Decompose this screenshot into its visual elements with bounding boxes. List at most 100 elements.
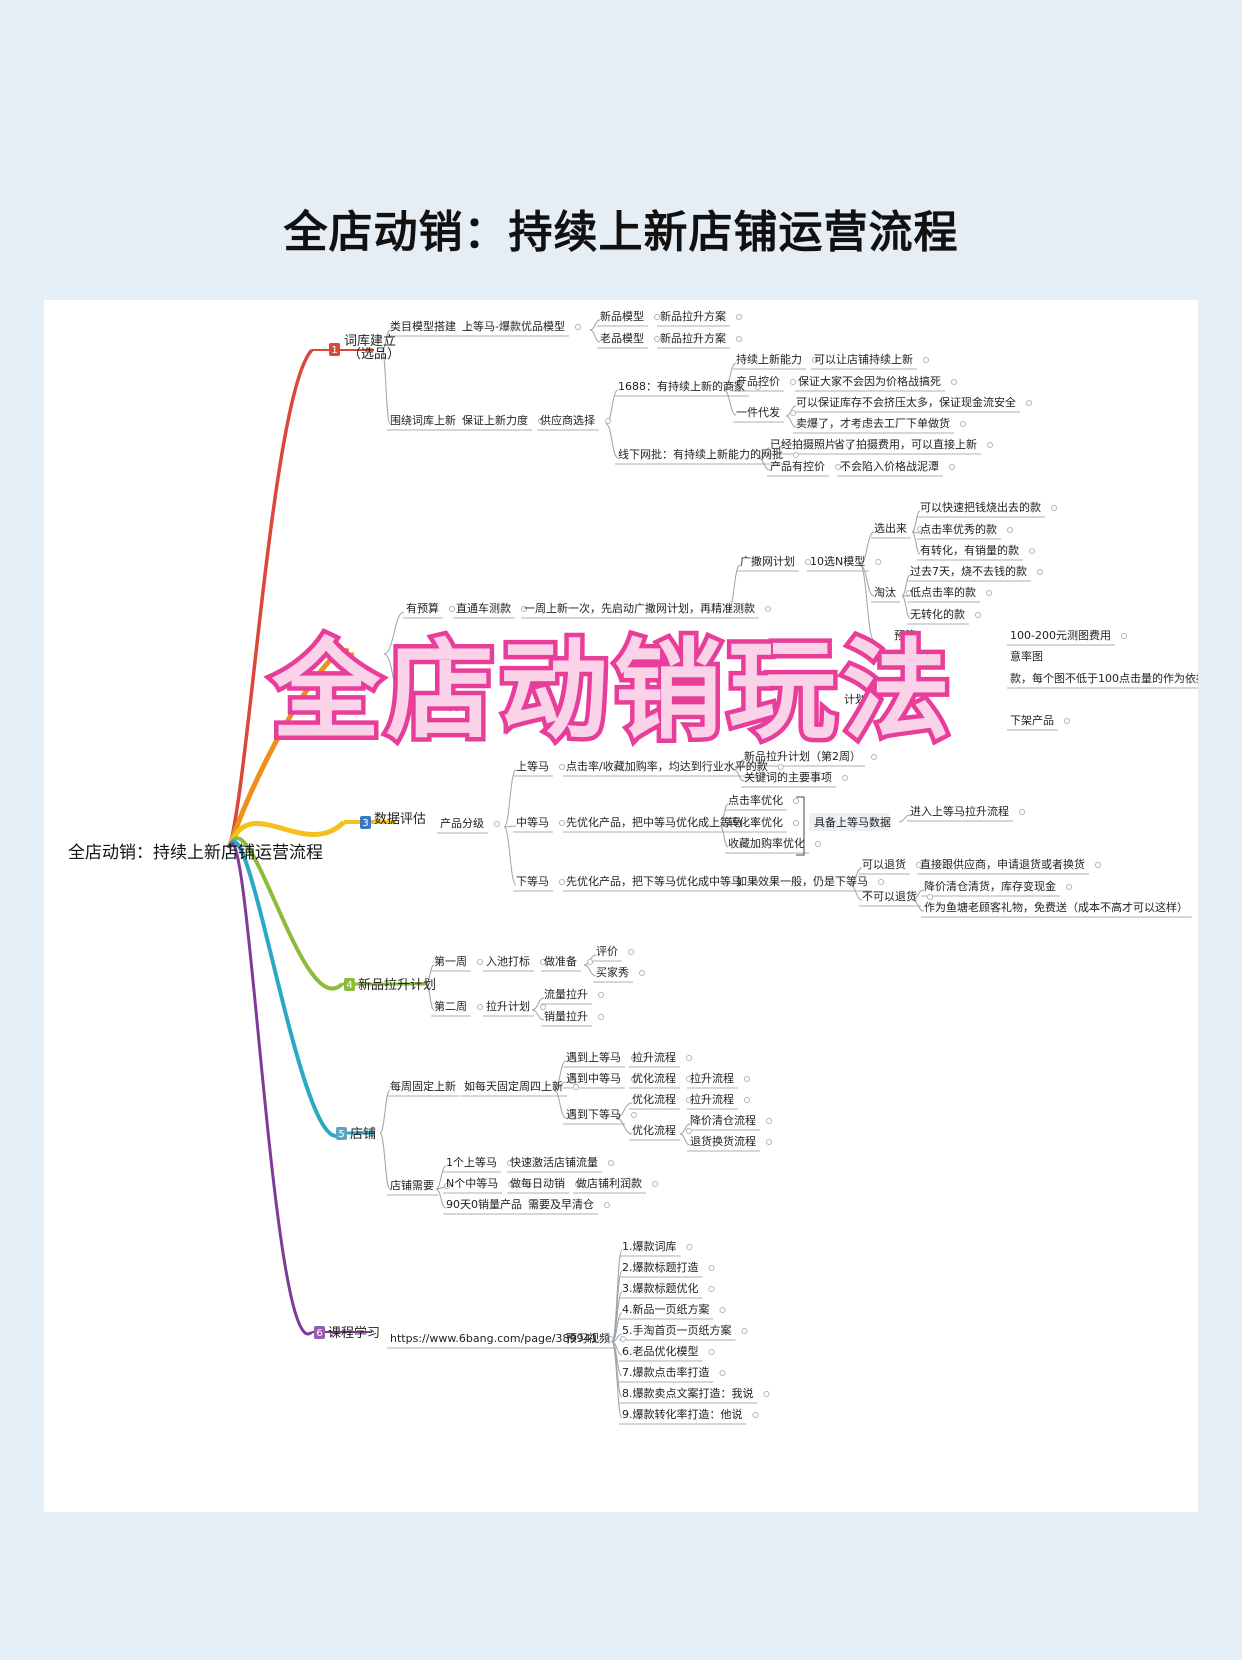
expand-toggle-icon [443,1182,451,1190]
central-topic: 全店动销：持续上新店铺运营流程 [68,843,323,863]
node-label: 中等马 [516,815,549,829]
main-branch-line [227,836,344,991]
expand-toggle-icon [531,1201,539,1209]
connector-curve [719,825,729,848]
expand-toggle-icon [539,1003,547,1011]
branch-number: 5 [338,1129,344,1140]
course-item: 5.手淘首页一页纸方案 [622,1323,732,1337]
expand-toggle-icon [630,1075,638,1083]
expand-toggle-icon [465,417,473,425]
node-label: 类目模型搭建 [390,319,456,333]
node-label: 退货换货流程 [690,1134,756,1148]
connector-curve [611,1341,623,1419]
expand-toggle-icon [926,893,934,901]
node-label: 低点击率的款 [910,585,976,599]
connector-curve [589,319,601,331]
expand-toggle-icon [763,1390,770,1398]
expand-toggle-icon [789,409,797,417]
expand-toggle-icon [508,1180,515,1188]
branch-number: 1 [331,345,337,356]
node-label: 新品拉升计划（第2周） [744,749,861,763]
expand-toggle-icon [607,1159,615,1167]
node-label: 上等马 [516,759,549,773]
node-label: 淘汰 [874,585,896,599]
expand-toggle-icon [814,840,822,848]
node-label: 进入上等马拉升流程 [910,804,1009,818]
course-item: 4.新品一页纸方案 [622,1302,710,1316]
expand-toggle-icon [520,605,528,613]
node-label: 遇到下等马 [566,1107,621,1121]
expand-toggle-icon [653,313,661,321]
node-label: 第二周 [434,999,467,1013]
node-label: 关键词的主要事项 [744,770,832,784]
node-label: N个中等马 [446,1176,498,1190]
expand-toggle-icon [765,1117,773,1125]
expand-toggle-icon [777,763,784,771]
node-label: 新品拉升方案 [660,309,726,323]
node-layer: 全店动销：持续上新店铺运营流程1词库建立（选品）类目模型搭建上等马-爆款优品模型… [68,309,1198,1421]
node-label: 老品模型 [600,331,644,345]
node-label: 产品控价 [736,374,780,388]
node-label: 买家秀 [596,965,629,979]
expand-toggle-icon [916,525,924,533]
expand-toggle-icon [792,819,800,827]
connector-curve [503,825,517,828]
node-label: 需要及早清仓 [528,1197,594,1211]
course-item: 3.爆款标题优化 [622,1281,699,1295]
expand-toggle-icon [735,335,743,343]
branch-title: （选品） [348,347,400,362]
connector-curve [723,389,737,416]
connector-layer [226,319,1198,1425]
node-label: 做准备 [544,954,577,968]
expand-toggle-icon [685,1075,693,1083]
node-label: 流量拉升 [544,987,588,1001]
node-label: 店铺需要 [390,1178,434,1192]
connector-curve [381,329,391,351]
connector-curve [849,884,863,901]
connector-curve [733,759,745,771]
expand-toggle-icon [875,558,882,566]
node-label: 做每日动销 [510,1176,565,1190]
node-label: 优化流程 [632,1123,676,1137]
node-label: 具备上等马数据 [814,815,891,829]
expand-toggle-icon [1028,547,1036,555]
node-label: 遇到中等马 [566,1071,621,1085]
connector-curve [611,1270,623,1343]
node-label: 预习视频 [566,1331,610,1345]
branch-number: 2 [340,650,346,661]
node-label: 点击率优秀的款 [920,522,997,536]
node-label: 优化流程 [632,1071,676,1085]
main-branch-line [226,820,346,849]
branch-number: 6 [316,1328,322,1339]
expand-toggle-icon [708,1285,715,1293]
node-label: 做店铺利润款 [576,1176,642,1190]
expand-toggle-icon [915,861,923,869]
expand-toggle-icon [465,1083,473,1091]
branch-title: 词库建立 [344,333,396,349]
connector-curve [553,1081,567,1091]
expand-toggle-icon [465,323,473,331]
expand-toggle-icon [708,1348,715,1356]
connector-curve [901,574,911,597]
connector-curve [383,611,405,655]
connector-curve [553,1089,567,1119]
expand-toggle-icon [686,1243,693,1251]
node-label: 1个上等马 [446,1155,497,1169]
expand-toggle-icon [653,335,661,343]
node-label: 拉升流程 [690,1071,734,1085]
branch-number-badge [338,648,349,661]
connector-curve [911,899,925,912]
page-title: 全店动销：持续上新店铺运营流程 [283,207,959,258]
branch-number-badge [344,978,355,991]
expand-toggle-icon [741,1327,748,1335]
expand-toggle-icon [1065,883,1073,891]
course-item: 6.老品优化模型 [622,1344,699,1358]
connector-curve [611,1341,623,1398]
expand-toggle-icon [764,605,772,613]
connector-curve [785,415,797,428]
node-label: 下架产品 [1010,713,1054,727]
connector-curve [615,1102,633,1119]
branch-number-badge [329,343,340,356]
branch-number-badge [360,816,371,829]
node-label: 入池打标 [486,954,530,968]
